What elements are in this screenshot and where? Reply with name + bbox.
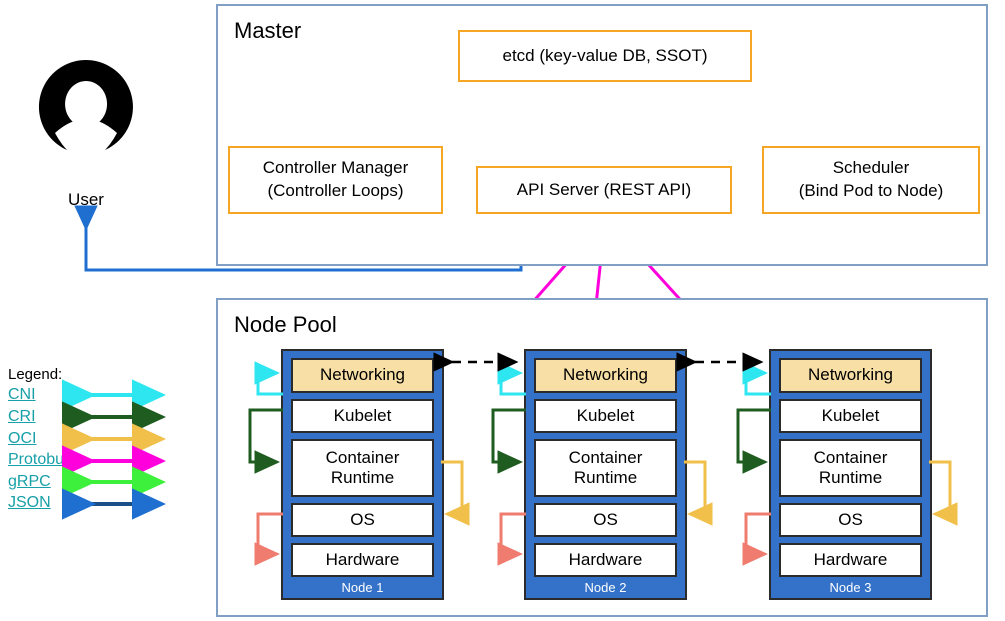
node-3-layer-os[interactable]: OS — [779, 503, 922, 537]
node-2-name: Node 2 — [584, 580, 627, 595]
node-1-layer-container-runtime[interactable]: Container Runtime — [291, 439, 434, 497]
node-3-layer-container-runtime[interactable]: Container Runtime — [779, 439, 922, 497]
user-avatar-icon — [38, 60, 133, 159]
legend-item-protobuf-label[interactable]: Protobuf — [8, 451, 69, 468]
node-1-layer-kubelet[interactable]: Kubelet — [291, 399, 434, 433]
scheduler-line1: Scheduler — [832, 158, 910, 178]
node-1-layer-networking[interactable]: Networking — [291, 358, 434, 393]
legend-item-json-label[interactable]: JSON — [8, 494, 51, 511]
legend-item-oci-label[interactable]: OCI — [8, 430, 37, 447]
node-3-layer-hardware[interactable]: Hardware — [779, 543, 922, 577]
node-2-layer-hardware[interactable]: Hardware — [534, 543, 677, 577]
controller-manager-line2: (Controller Loops) — [267, 181, 404, 200]
node-2-layer-container-runtime[interactable]: Container Runtime — [534, 439, 677, 497]
user-label: User — [68, 190, 104, 209]
api-server-box[interactable]: API Server (REST API) — [476, 166, 732, 214]
scheduler-box[interactable]: Scheduler (Bind Pod to Node) — [762, 146, 980, 214]
legend-item-grpc-label[interactable]: gRPC — [8, 473, 51, 490]
node-card-3[interactable]: Networking Kubelet Container Runtime OS … — [769, 349, 932, 600]
legend-title: Legend: — [8, 366, 63, 383]
master-section-title: Master — [234, 18, 302, 43]
controller-manager-line1: Controller Manager — [262, 158, 409, 178]
node-2-layer-kubelet[interactable]: Kubelet — [534, 399, 677, 433]
node-1-name: Node 1 — [341, 580, 384, 595]
legend-item-cni-label[interactable]: CNI — [8, 386, 36, 403]
api-server-label: API Server (REST API) — [516, 179, 692, 199]
node-3-layer-kubelet[interactable]: Kubelet — [779, 399, 922, 433]
etcd-box[interactable]: etcd (key-value DB, SSOT) — [458, 30, 752, 82]
controller-manager-box[interactable]: Controller Manager (Controller Loops) — [228, 146, 443, 214]
node-card-1[interactable]: Networking Kubelet Container Runtime OS … — [281, 349, 444, 600]
node-3-layer-networking[interactable]: Networking — [779, 358, 922, 393]
node-1-layer-hardware[interactable]: Hardware — [291, 543, 434, 577]
node-pool-section-title: Node Pool — [234, 312, 337, 337]
node-2-layer-networking[interactable]: Networking — [534, 358, 677, 393]
scheduler-line2: (Bind Pod to Node) — [798, 181, 944, 200]
node-card-2[interactable]: Networking Kubelet Container Runtime OS … — [524, 349, 687, 600]
etcd-label: etcd (key-value DB, SSOT) — [502, 45, 708, 65]
legend-item-cri-label[interactable]: CRI — [8, 408, 36, 425]
node-2-layer-os[interactable]: OS — [534, 503, 677, 537]
node-3-name: Node 3 — [829, 580, 872, 595]
node-1-layer-os[interactable]: OS — [291, 503, 434, 537]
